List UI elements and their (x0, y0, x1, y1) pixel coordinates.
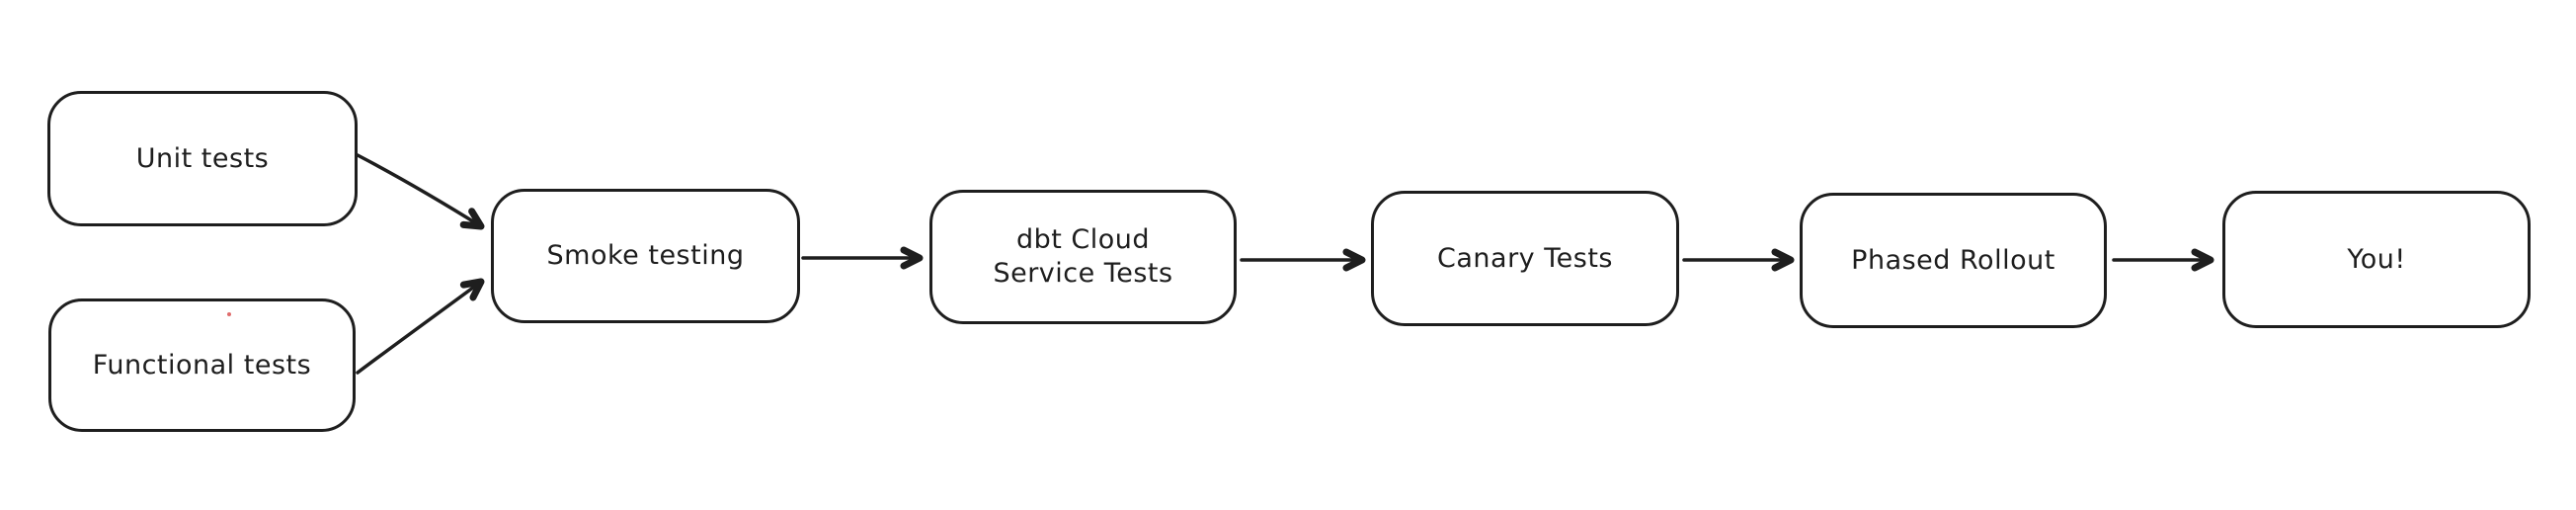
edge-unit-tests-to-smoke-testing (356, 153, 485, 230)
node-smoke-testing: Smoke testing (491, 189, 800, 323)
node-label: You! (2347, 243, 2406, 275)
node-you: You! (2222, 191, 2531, 328)
edge-functional-tests-to-smoke-testing (356, 278, 485, 375)
node-label: Canary Tests (1437, 242, 1613, 274)
node-unit-tests: Unit tests (47, 91, 358, 226)
node-label: Smoke testing (546, 240, 745, 271)
node-label: Functional tests (92, 349, 312, 381)
red-dot-artifact (227, 312, 231, 316)
node-dbt-cloud-service-tests: dbt Cloud Service Tests (929, 190, 1237, 324)
node-functional-tests: Functional tests (48, 298, 356, 432)
node-label: Unit tests (135, 142, 270, 174)
node-canary-tests: Canary Tests (1371, 191, 1679, 326)
node-label: dbt Cloud Service Tests (993, 224, 1173, 289)
node-phased-rollout: Phased Rollout (1800, 193, 2107, 328)
node-label: Phased Rollout (1851, 244, 2055, 276)
